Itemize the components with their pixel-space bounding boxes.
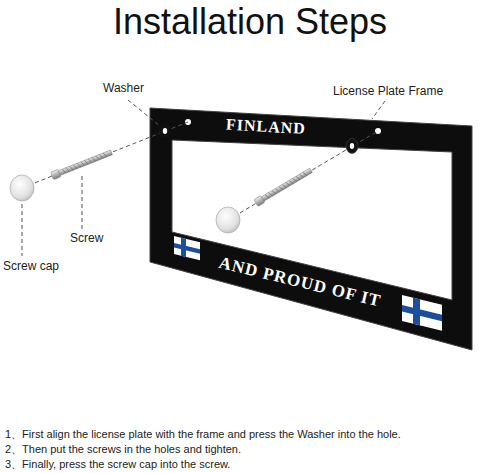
finnish-flag	[174, 236, 200, 260]
washer	[159, 124, 171, 139]
screw	[254, 167, 313, 207]
step-text: 1、First align the license plate with the…	[5, 428, 401, 441]
leader-line	[82, 176, 83, 229]
step-text: 2、Then put the screws in the holes and t…	[5, 443, 241, 456]
part-label: License Plate Frame	[333, 85, 443, 99]
part-label: Screw	[70, 232, 103, 246]
part-label: Screw cap	[3, 260, 59, 274]
screw-cap	[10, 175, 34, 201]
screw	[51, 149, 113, 180]
assembly-line	[22, 122, 188, 188]
license-plate-frame	[150, 108, 472, 350]
page-title: Installation Steps	[0, 1, 500, 42]
leader-line	[372, 101, 385, 119]
finnish-flag	[402, 295, 442, 331]
part-label: Washer	[103, 82, 144, 96]
screw-cap	[216, 207, 240, 233]
leader-line	[22, 204, 23, 256]
leader-line	[128, 100, 160, 126]
step-text: 3、Finally, press the screw cap into the …	[5, 458, 230, 471]
washer	[346, 139, 358, 154]
assembly-line	[228, 131, 378, 220]
